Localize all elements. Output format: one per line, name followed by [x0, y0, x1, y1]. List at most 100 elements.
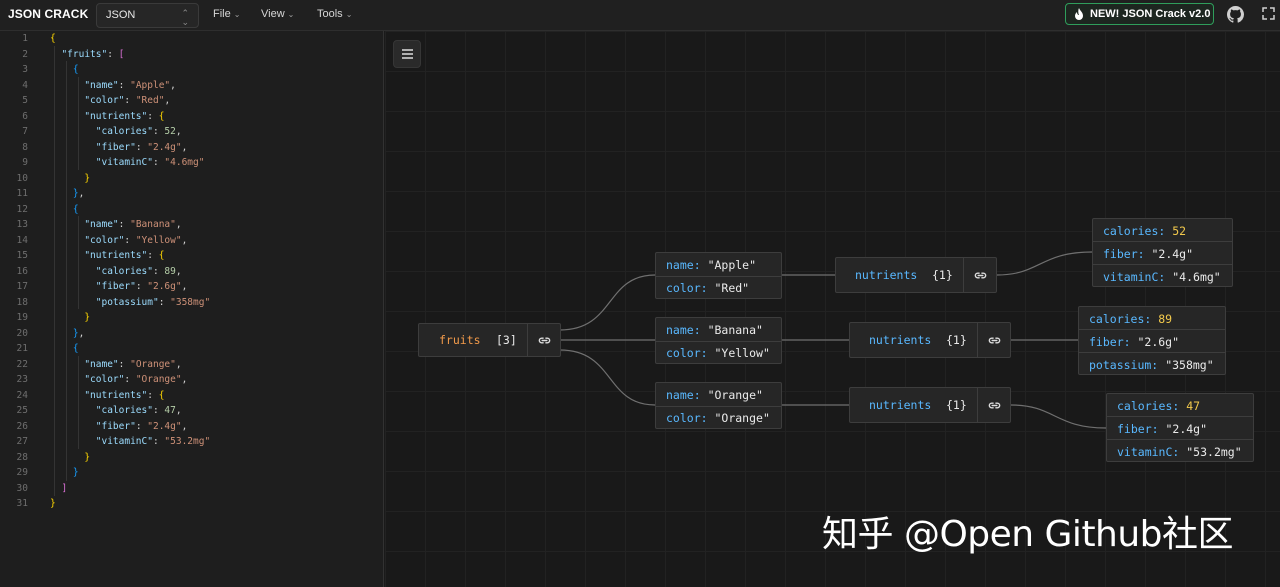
- new-version-label: NEW! JSON Crack v2.0: [1090, 8, 1211, 20]
- row-divider: [1079, 329, 1225, 330]
- node-row: calories: 47: [1117, 399, 1201, 413]
- link-icon: [974, 272, 987, 279]
- code-line: 14 "color": "Yellow",: [16, 234, 188, 246]
- node-row: color: "Orange": [666, 411, 770, 425]
- format-select-value: JSON: [106, 9, 136, 21]
- node-row: name: "Orange": [666, 388, 763, 402]
- row-divider: [656, 276, 781, 277]
- indent-guide: [78, 216, 79, 309]
- row-divider: [656, 341, 781, 342]
- node-row: vitaminC: "4.6mg": [1103, 270, 1221, 284]
- indent-guide: [78, 356, 79, 449]
- code-line: 31}: [16, 498, 56, 509]
- watermark-text: 知乎 @Open Github社区: [822, 514, 1234, 555]
- code-line: 2 "fruits": [: [22, 48, 125, 60]
- row-divider: [656, 406, 781, 407]
- row-divider: [1093, 241, 1232, 242]
- code-line: 15 "nutrients": {: [16, 250, 165, 261]
- menu-view[interactable]: View⌄: [261, 8, 294, 20]
- menu-file[interactable]: File⌄: [213, 8, 240, 20]
- chevron-down-icon: ⌄: [345, 10, 353, 19]
- menu-tools[interactable]: Tools⌄: [317, 8, 352, 20]
- github-icon[interactable]: [1227, 6, 1244, 23]
- node-item-orange[interactable]: name: "Orange" color: "Orange": [655, 382, 782, 429]
- code-line: 20 },: [16, 327, 85, 339]
- indent-guide: [78, 77, 79, 170]
- new-version-button[interactable]: NEW! JSON Crack v2.0: [1065, 3, 1214, 25]
- code-line: 6 "nutrients": {: [22, 110, 165, 122]
- node-count: {1}: [946, 333, 967, 347]
- row-divider: [1107, 439, 1253, 440]
- flame-icon: [1075, 8, 1083, 20]
- node-fruits[interactable]: fruits [3]: [418, 323, 561, 357]
- node-nutrient-values[interactable]: calories: 89 fiber: "2.6g" potassium: "3…: [1078, 306, 1226, 375]
- code-line: 3 {: [22, 64, 79, 75]
- node-nutrient-values[interactable]: calories: 52 fiber: "2.4g" vitaminC: "4.…: [1092, 218, 1233, 287]
- code-line: 19 }: [16, 312, 91, 323]
- code-line: 27 "vitaminC": "53.2mg": [16, 436, 211, 447]
- code-line: 8 "fiber": "2.4g",: [22, 141, 188, 153]
- node-row: calories: 89: [1089, 312, 1173, 326]
- node-item-banana[interactable]: name: "Banana" color: "Yellow": [655, 317, 782, 364]
- node-row: color: "Yellow": [666, 346, 770, 360]
- collapse-button[interactable]: [977, 323, 1010, 357]
- graph-canvas[interactable]: fruits [3] name: "Apple" color: "Red" na…: [385, 31, 1280, 587]
- code-line: 18 "potassium": "358mg": [16, 296, 211, 308]
- node-count: {1}: [946, 398, 967, 412]
- indent-guide: [66, 61, 67, 481]
- format-select[interactable]: JSON ⌃⌄: [96, 3, 199, 28]
- node-row: calories: 52: [1103, 224, 1187, 238]
- code-line: 11 },: [16, 188, 85, 199]
- code-line: 22 "name": "Orange",: [16, 358, 182, 370]
- node-nutrients[interactable]: nutrients {1}: [849, 322, 1011, 358]
- node-nutrients[interactable]: nutrients {1}: [835, 257, 997, 293]
- menu-tools-label: Tools: [317, 8, 343, 20]
- collapse-button[interactable]: [963, 258, 996, 292]
- node-row: fiber: "2.4g": [1103, 247, 1194, 261]
- code-line: 30 ]: [16, 482, 68, 494]
- link-icon: [988, 337, 1001, 344]
- code-line: 13 "name": "Banana",: [16, 219, 182, 230]
- node-row: fiber: "2.6g": [1089, 335, 1180, 349]
- link-icon: [988, 402, 1001, 409]
- chevron-down-icon: ⌄: [287, 10, 295, 19]
- node-key: nutrients: [869, 398, 932, 412]
- top-bar: JSON CRACK JSON ⌃⌄ File⌄ View⌄ Tools⌄ NE…: [0, 0, 1280, 31]
- link-icon: [538, 337, 551, 344]
- menu-file-label: File: [213, 8, 231, 20]
- node-key: fruits: [439, 333, 481, 347]
- code-line: 7 "calories": 52,: [22, 126, 182, 137]
- code-line: 1{: [22, 33, 56, 44]
- row-divider: [1079, 352, 1225, 353]
- code-editor[interactable]: 1{ 2 "fruits": [ 3 { 4 "name": "Apple", …: [0, 31, 384, 587]
- node-row: fiber: "2.4g": [1117, 422, 1208, 436]
- node-row: name: "Apple": [666, 258, 757, 272]
- code-line: 24 "nutrients": {: [16, 389, 165, 401]
- code-line: 4 "name": "Apple",: [22, 79, 176, 91]
- collapse-button[interactable]: [527, 324, 560, 356]
- chevron-down-icon: ⌄: [233, 10, 241, 19]
- code-line: 23 "color": "Orange",: [16, 374, 188, 385]
- menu-icon[interactable]: [393, 40, 421, 68]
- node-nutrients[interactable]: nutrients {1}: [849, 387, 1011, 423]
- node-key: nutrients: [855, 268, 918, 282]
- code-line: 12 {: [16, 203, 79, 215]
- fullscreen-icon[interactable]: [1262, 7, 1275, 20]
- code-line: 17 "fiber": "2.6g",: [16, 281, 188, 292]
- code-line: 9 "vitaminC": "4.6mg": [22, 157, 205, 168]
- node-row: color: "Red": [666, 281, 750, 295]
- code-line: 26 "fiber": "2.4g",: [16, 420, 188, 432]
- node-count: [3]: [496, 333, 517, 347]
- node-nutrient-values[interactable]: calories: 47 fiber: "2.4g" vitaminC: "53…: [1106, 393, 1254, 462]
- code-line: 25 "calories": 47,: [16, 405, 182, 416]
- code-line: 21 {: [16, 343, 79, 354]
- code-line: 5 "color": "Red",: [22, 95, 171, 106]
- graph-edges: [559, 251, 1107, 429]
- app-logo[interactable]: JSON CRACK: [8, 7, 89, 21]
- code-line: 16 "calories": 89,: [16, 265, 182, 277]
- code-line: 10 }: [16, 172, 91, 184]
- chevron-updown-icon: ⌃⌄: [181, 8, 189, 27]
- node-count: {1}: [932, 268, 953, 282]
- node-item-apple[interactable]: name: "Apple" color: "Red": [655, 252, 782, 299]
- collapse-button[interactable]: [977, 388, 1010, 422]
